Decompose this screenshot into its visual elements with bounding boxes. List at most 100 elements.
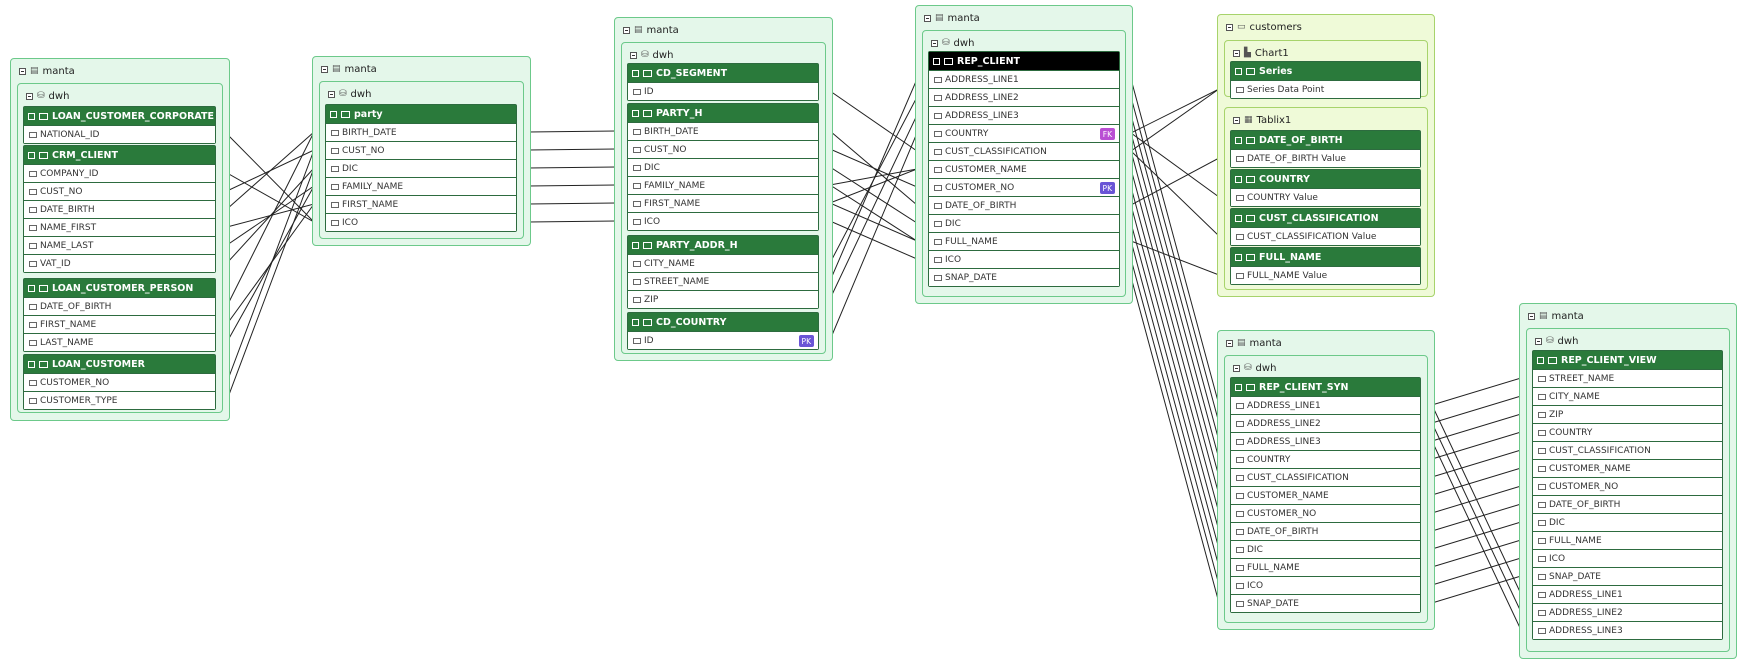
column-row[interactable]: CUSTOMER_NAME (1533, 459, 1722, 477)
table-header[interactable]: REP_CLIENT (929, 52, 1119, 70)
column-row[interactable]: CUST_CLASSIFICATION Value (1231, 227, 1420, 245)
collapse-icon[interactable] (1235, 253, 1242, 261)
column-row[interactable]: BIRTH_DATE (628, 122, 818, 140)
collapse-icon[interactable] (924, 14, 931, 22)
column-row[interactable]: DIC (1533, 513, 1722, 531)
column-row[interactable]: FULL_NAME (1231, 558, 1420, 576)
column-row[interactable]: CUSTOMER_NAME (1231, 486, 1420, 504)
column-row[interactable]: ADDRESS_LINE2 (1231, 414, 1420, 432)
column-row[interactable]: ADDRESS_LINE2 (1533, 603, 1722, 621)
column-row[interactable]: DIC (326, 159, 516, 177)
column-row[interactable]: NAME_LAST (24, 236, 215, 254)
column-row[interactable]: NAME_FIRST (24, 218, 215, 236)
column-row[interactable]: STREET_NAME (628, 272, 818, 290)
column-row[interactable]: STREET_NAME (1533, 369, 1722, 387)
column-row[interactable]: ICO (326, 213, 516, 231)
collapse-icon[interactable] (1535, 337, 1542, 345)
column-row[interactable]: ADDRESS_LINE3 (929, 106, 1119, 124)
column-row[interactable]: CUSTOMER_NAME (929, 160, 1119, 178)
collapse-icon[interactable] (26, 92, 33, 100)
table-header[interactable]: CD_COUNTRY (628, 313, 818, 331)
column-row[interactable]: ICO (929, 250, 1119, 268)
column-row[interactable]: CUSTOMER_NO (1533, 477, 1722, 495)
collapse-icon[interactable] (1235, 214, 1242, 222)
column-row[interactable]: DATE_OF_BIRTH (1231, 522, 1420, 540)
column-row[interactable]: CUST_CLASSIFICATION (929, 142, 1119, 160)
table-header[interactable]: DATE_OF_BIRTH (1231, 131, 1420, 149)
collapse-icon[interactable] (28, 151, 35, 159)
column-row[interactable]: Series Data Point (1231, 80, 1420, 98)
table-header[interactable]: CD_SEGMENT (628, 64, 818, 82)
collapse-icon[interactable] (623, 26, 630, 34)
column-row[interactable]: CITY_NAME (628, 254, 818, 272)
table-header[interactable]: REP_CLIENT_SYN (1231, 378, 1420, 396)
collapse-icon[interactable] (28, 360, 35, 368)
collapse-icon[interactable] (1233, 49, 1240, 57)
table-header[interactable]: LOAN_CUSTOMER_PERSON (24, 279, 215, 297)
collapse-icon[interactable] (931, 39, 938, 47)
column-row[interactable]: ICO (628, 212, 818, 230)
collapse-icon[interactable] (1235, 67, 1242, 75)
column-row[interactable]: ADDRESS_LINE3 (1533, 621, 1722, 639)
column-row[interactable]: ADDRESS_LINE3 (1231, 432, 1420, 450)
collapse-icon[interactable] (330, 110, 337, 118)
table-header[interactable]: CRM_CLIENT (24, 146, 215, 164)
column-row[interactable]: FIRST_NAME (326, 195, 516, 213)
collapse-icon[interactable] (630, 51, 637, 59)
column-row[interactable]: FAMILY_NAME (326, 177, 516, 195)
column-row[interactable]: COUNTRY Value (1231, 188, 1420, 206)
column-row[interactable]: ZIP (628, 290, 818, 308)
column-row[interactable]: DATE_OF_BIRTH (1533, 495, 1722, 513)
column-row[interactable]: DIC (1231, 540, 1420, 558)
collapse-icon[interactable] (632, 318, 639, 326)
column-row[interactable]: COUNTRY (1533, 423, 1722, 441)
collapse-icon[interactable] (1537, 356, 1544, 364)
collapse-icon[interactable] (1226, 23, 1233, 31)
column-row[interactable]: DIC (929, 214, 1119, 232)
column-row[interactable]: DATE_OF_BIRTH (24, 297, 215, 315)
column-row[interactable]: ID (628, 82, 818, 100)
column-row[interactable]: DATE_OF_BIRTH (929, 196, 1119, 214)
column-row[interactable]: COMPANY_ID (24, 164, 215, 182)
collapse-icon[interactable] (1233, 364, 1240, 372)
column-row[interactable]: DATE_BIRTH (24, 200, 215, 218)
collapse-icon[interactable] (1235, 175, 1242, 183)
collapse-icon[interactable] (19, 67, 26, 75)
column-row[interactable]: ADDRESS_LINE1 (929, 70, 1119, 88)
collapse-icon[interactable] (632, 241, 639, 249)
column-row[interactable]: FAMILY_NAME (628, 176, 818, 194)
column-row[interactable]: COUNTRY (1231, 450, 1420, 468)
table-header[interactable]: party (326, 105, 516, 123)
collapse-icon[interactable] (632, 69, 639, 77)
column-row[interactable]: ICO (1533, 549, 1722, 567)
column-row[interactable]: BIRTH_DATE (326, 123, 516, 141)
table-header[interactable]: COUNTRY (1231, 170, 1420, 188)
table-header[interactable]: CUST_CLASSIFICATION (1231, 209, 1420, 227)
column-row[interactable]: FIRST_NAME (24, 315, 215, 333)
column-row[interactable]: CITY_NAME (1533, 387, 1722, 405)
column-row[interactable]: SNAP_DATE (1533, 567, 1722, 585)
column-row[interactable]: SNAP_DATE (929, 268, 1119, 286)
column-row[interactable]: FULL_NAME (929, 232, 1119, 250)
column-row[interactable]: NATIONAL_ID (24, 125, 215, 143)
column-row[interactable]: CUST_NO (326, 141, 516, 159)
table-header[interactable]: LOAN_CUSTOMER (24, 355, 215, 373)
collapse-icon[interactable] (1235, 136, 1242, 144)
column-row[interactable]: LAST_NAME (24, 333, 215, 351)
table-header[interactable]: FULL_NAME (1231, 248, 1420, 266)
column-row[interactable]: CUST_CLASSIFICATION (1231, 468, 1420, 486)
